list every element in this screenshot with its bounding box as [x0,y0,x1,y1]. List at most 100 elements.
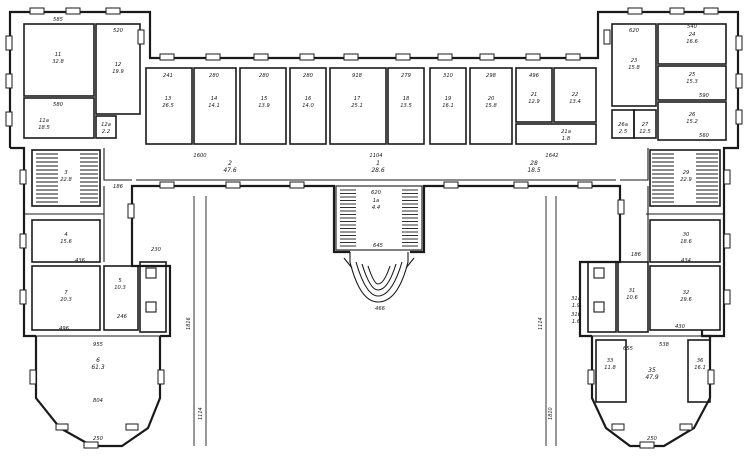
room-26 [657,101,727,141]
room-21-area: 12.9 [528,99,540,105]
dim-436: 436 [75,258,86,264]
window [5,73,13,89]
room-11 [23,23,95,97]
room-32-num: 32 [683,290,690,296]
dim-steps: 645 [373,243,384,249]
room-31 [617,261,649,333]
window [513,181,529,189]
window [627,7,643,15]
dim-hall2: 620 [371,190,382,196]
room-23-area: 15.8 [628,65,640,71]
window [159,53,175,61]
window [137,29,145,45]
room-3-num: 3 [64,170,67,176]
outer-wall-north [8,10,740,338]
room-3-area: 22.8 [60,177,72,183]
wc-fixture-4 [593,301,605,313]
room-33-area: 11.8 [604,365,616,371]
window [5,111,13,127]
window [19,289,27,305]
room-29-area: 22.9 [680,177,692,183]
window [253,53,269,61]
window [479,53,495,61]
stair-central-frame [335,185,423,251]
outer-wall-west-bay [34,336,162,448]
dim-1816: 1816 [186,317,192,330]
dim-r12: 520 [113,28,124,34]
stair-left-steps [36,153,98,203]
window [611,423,625,431]
window [525,53,541,61]
dim-r14: 280 [209,73,220,79]
dim-r11: 585 [53,17,64,23]
room-31b-num: 31б [571,312,582,318]
room-12-num: 12 [115,62,122,68]
room-2-area: 47.6 [223,167,237,174]
room-15-area: 13.9 [258,103,270,109]
room-wc-right [587,261,617,333]
stair-left-frame [31,149,101,207]
dim-r16: 280 [303,73,314,79]
window [669,7,685,15]
room-21a [515,123,597,145]
room-12a [95,115,117,139]
window [735,73,743,89]
window [157,369,165,385]
room-32-area: 29.6 [680,297,692,303]
room-36-area: 16.1 [694,365,706,371]
wc-fixture-2 [145,301,157,313]
room-28-num: 28 [530,160,538,167]
window [55,423,69,431]
room-22-num: 22 [572,92,579,98]
window [205,53,221,61]
room-21a-num: 21а [561,129,571,135]
room-29-num: 29 [683,170,690,176]
room-20-area: 15.8 [485,103,497,109]
room-19-num: 19 [445,96,452,102]
room-11a-area: 18.5 [38,125,50,131]
window [639,441,655,449]
dim-496: 496 [59,326,70,332]
room-4-num: 4 [64,232,67,238]
dim-r24: 540 [687,24,698,30]
room-labels: 11 32.8 12 19.9 11а 18.5 13 26.5 14 14.1… [38,32,706,381]
window [679,423,693,431]
windows [5,7,743,449]
porch-outline [349,252,409,303]
dim-186r: 186 [631,252,642,258]
room-5 [103,265,139,331]
window [395,53,411,61]
window [603,29,611,45]
room-32 [649,265,721,331]
room-27-area: 12.5 [639,129,651,135]
window [735,109,743,125]
dim-r23: 620 [629,28,640,34]
room-22 [553,67,597,123]
room-29 [649,149,721,207]
dim-804: 804 [93,398,103,404]
dim-r13: 241 [163,73,173,79]
room-21a-area: 1.8 [562,136,571,142]
room-17 [329,67,387,145]
room-6-num: 6 [96,357,100,364]
room-14 [193,67,237,145]
room-23-num: 23 [631,58,638,64]
room-14-num: 14 [211,96,218,102]
dim-r20: 298 [486,73,497,79]
window [83,441,99,449]
outer-walls [8,10,740,448]
room-25-area: 15.3 [686,79,698,85]
room-4 [31,219,101,263]
dim-230: 230 [151,247,162,253]
dim-250r: 250 [647,436,658,442]
room-18-num: 18 [403,96,410,102]
room-33-num: 33 [607,358,614,364]
room-23 [611,23,657,107]
rooms [23,23,727,403]
window [443,181,459,189]
room-7-area: 20.3 [60,297,72,303]
room-33 [595,339,627,403]
room-13-area: 26.5 [162,103,174,109]
room-30 [649,219,721,263]
room-21-num: 21 [531,92,538,98]
